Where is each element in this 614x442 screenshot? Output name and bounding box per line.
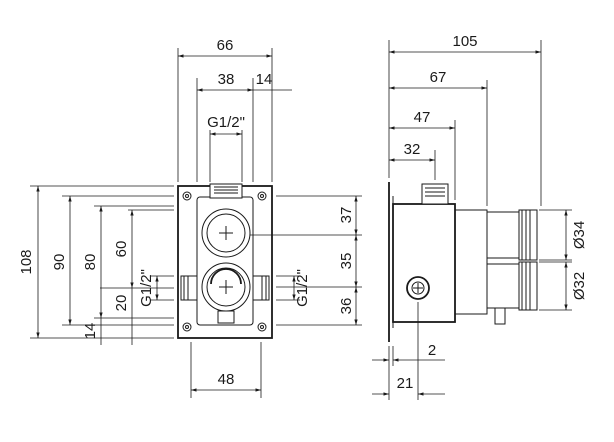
right-inlet [252,275,270,301]
upper-valve [201,208,251,258]
dim-height-20: 20 [113,295,130,312]
front-dimensions [30,48,362,398]
side-dimensions [372,40,572,400]
lower-knob [486,263,520,309]
dim-span-14: 14 [256,71,273,88]
screw-icon [257,191,267,201]
screw-icon [182,322,192,332]
dim-thread-left: G1/2" [138,269,155,307]
dim-span-38: 38 [218,71,235,88]
dim-offset-2: 2 [428,342,436,359]
top-outlet [209,183,243,199]
left-inlet [180,275,198,301]
side-front-boss [454,209,488,315]
dim-depth-67: 67 [430,69,447,86]
dim-right-36: 36 [338,298,355,315]
side-view [388,182,538,342]
front-view [177,183,273,339]
dim-diameter-32: Ø32 [571,272,588,300]
dim-depth-105: 105 [452,33,477,50]
screw-icon [182,191,192,201]
dim-depth-32: 32 [404,141,421,158]
upper-knob [486,211,520,259]
dim-height-60: 60 [113,241,130,258]
dim-thread-right: G1/2" [294,269,311,307]
dim-depth-47: 47 [414,109,431,126]
dim-bottom-48: 48 [218,371,235,388]
dim-diameter-34: Ø34 [571,221,588,249]
dim-right-35: 35 [338,253,355,270]
dim-width-66: 66 [217,37,234,54]
side-inlet [406,276,430,300]
dim-height-14: 14 [82,323,99,340]
dim-thread-top: G1/2" [207,114,245,131]
dim-offset-21: 21 [397,375,414,392]
dim-height-108: 108 [18,249,35,274]
dim-height-90: 90 [51,254,68,271]
dim-right-37: 37 [338,207,355,224]
side-body [392,203,456,323]
screw-icon [257,322,267,332]
dim-height-80: 80 [82,254,99,271]
side-top-outlet [421,183,449,205]
